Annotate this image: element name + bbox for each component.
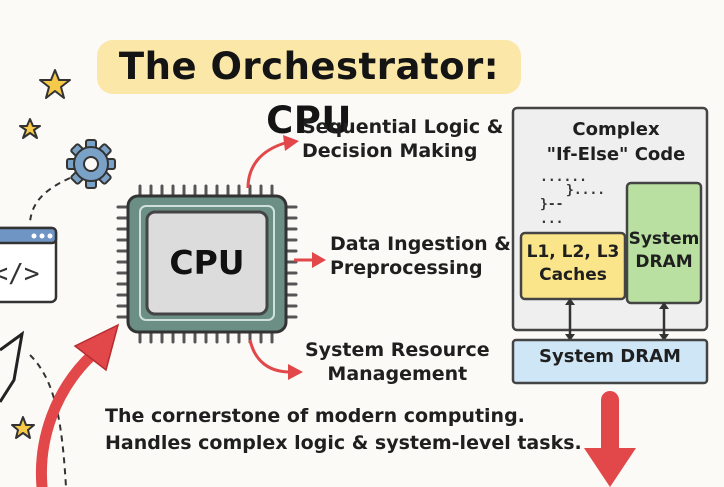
tagline-line: The cornerstone of modern computing. [105,405,525,427]
arrow-ingestion [294,252,326,268]
cache-label-line: Caches [539,265,607,285]
cpu-label: CPU [169,243,245,282]
memory-panel-title-line: "If-Else" Code [546,144,686,165]
arrow-resources [248,339,303,380]
star-icon [39,69,71,99]
system-dram-box-label: System DRAM [627,228,701,274]
code-dots: ... [540,212,564,227]
system-dram-bar-label: System DRAM [539,346,681,367]
output-arrow [584,391,636,487]
code-window-icon: </> [0,226,58,304]
title-highlight [97,40,521,94]
memory-panel [511,106,709,385]
function-line: Data Ingestion & [330,233,511,255]
cache-label-line: L1, L2, L3 [526,242,620,262]
function-sequential-logic: Sequential Logic & Decision Making [302,115,503,163]
function-line: Decision Making [302,140,478,162]
memory-panel-title-line: Complex [572,119,660,140]
function-line: Preprocessing [330,257,483,279]
page-title: The Orchestrator: CPU [118,45,500,142]
tagline-line: Handles complex logic & system-level tas… [105,432,582,454]
arrow-sequential [246,135,299,189]
code-fragment: }.... [566,183,606,198]
code-fragment: }-- [540,197,564,212]
function-line: Sequential Logic & [302,116,504,138]
star-icon [11,416,35,439]
system-dram-line: DRAM [635,252,693,272]
system-dram-line: System [628,229,700,249]
code-dots: ...... [540,170,587,185]
svg-text:</>: </> [0,259,39,289]
memory-panel-title: Complex "If-Else" Code [534,117,698,167]
cpu-chip-icon [116,184,298,344]
tagline: The cornerstone of modern computing. Han… [105,403,582,457]
function-resource-management: System Resource Management [305,338,490,386]
function-line: System Resource [305,339,490,361]
cache-label: L1, L2, L3 Caches [521,241,625,287]
function-data-ingestion: Data Ingestion & Preprocessing [330,232,511,280]
function-line: Management [327,363,468,385]
star-icon [19,118,41,139]
gear-icon [66,139,116,189]
main-input-arrow [35,323,120,487]
